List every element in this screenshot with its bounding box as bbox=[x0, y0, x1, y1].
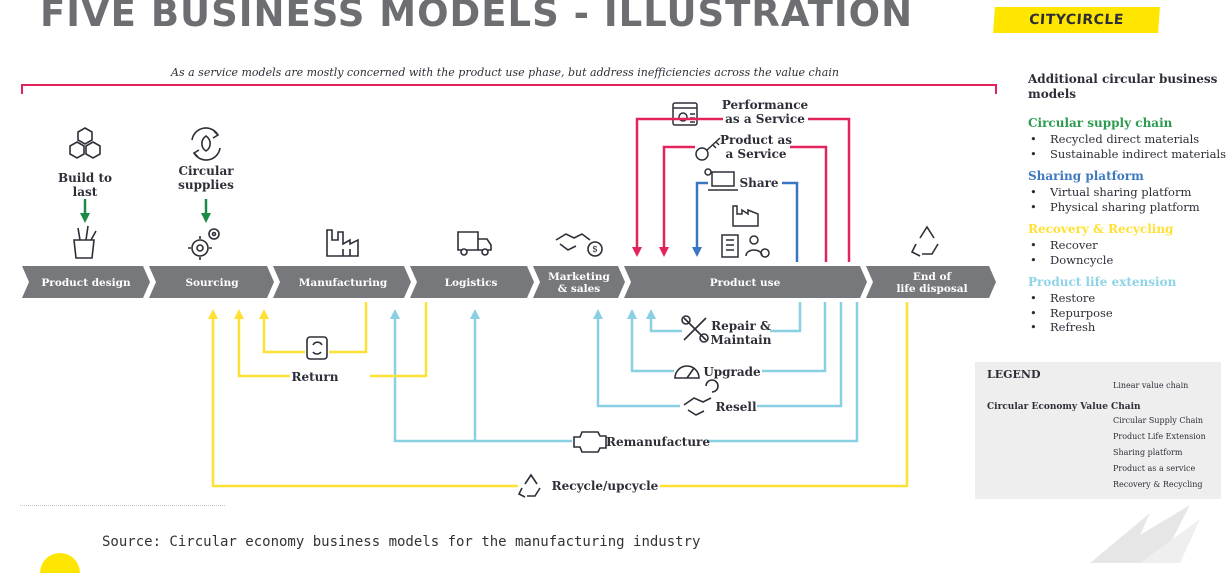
share-arrow bbox=[697, 181, 799, 262]
decorative-corner-graphic bbox=[1090, 505, 1200, 563]
chain-label-sourcing: Sourcing bbox=[185, 277, 239, 289]
handshake-money-icon: $ bbox=[555, 233, 603, 257]
category-title: Circular supply chain bbox=[1028, 116, 1173, 130]
pencil-cup-icon bbox=[73, 225, 97, 259]
chain-segment-end-of-life bbox=[866, 266, 996, 298]
category-sharing-platform: Sharing platform Virtual sharing platfor… bbox=[1028, 169, 1223, 214]
list-item: Virtual sharing platform bbox=[1030, 185, 1223, 200]
panel-heading: Additional circular business models bbox=[1028, 72, 1218, 101]
chain-segment-sourcing bbox=[149, 266, 274, 298]
list-item: Downcycle bbox=[1030, 253, 1223, 268]
legend-item-label: Circular Supply Chain bbox=[1113, 416, 1204, 425]
legend-item-label: Product Life Extension bbox=[1113, 432, 1206, 441]
product-as-service-arrow bbox=[664, 145, 828, 262]
recycle-icon bbox=[910, 225, 939, 257]
legend-box: LEGEND Linear value chain Circular Econo… bbox=[975, 362, 1221, 499]
resell-arrow bbox=[598, 302, 843, 408]
footer-divider bbox=[20, 505, 225, 506]
category-title: Product life extension bbox=[1028, 275, 1177, 289]
recycle-small-icon bbox=[517, 473, 541, 498]
key-icon bbox=[695, 137, 721, 161]
upgrade-arrow bbox=[632, 302, 827, 373]
gears-icon bbox=[188, 228, 220, 260]
category-title: Sharing platform bbox=[1028, 169, 1144, 183]
handshake-cycle-icon bbox=[683, 379, 719, 416]
laptop-location-icon bbox=[704, 168, 738, 191]
chain-segment-product-design bbox=[22, 266, 150, 298]
chain-segment-marketing bbox=[533, 266, 625, 298]
chain-label-manufacturing: Manufacturing bbox=[299, 277, 388, 289]
value-chain bbox=[22, 266, 996, 298]
label-return: Return bbox=[292, 370, 339, 384]
factory-small-icon bbox=[732, 205, 759, 227]
legend-item-label: Recovery & Recycling bbox=[1113, 480, 1203, 489]
list-item: Sustainable indirect materials bbox=[1030, 147, 1226, 162]
category-circular-supply: Circular supply chain Recycled direct ma… bbox=[1028, 116, 1226, 162]
list-item: Physical sharing platform bbox=[1030, 200, 1223, 215]
category-recovery-recycling: Recovery & Recycling Recover Downcycle bbox=[1028, 222, 1223, 267]
chain-label-logistics: Logistics bbox=[445, 277, 498, 289]
legend-linear-label: Linear value chain bbox=[1113, 381, 1189, 390]
svg-text:$: $ bbox=[592, 245, 598, 255]
as-a-service-bracket bbox=[21, 84, 997, 94]
list-item: Restore bbox=[1030, 291, 1223, 306]
performance-arrow bbox=[637, 117, 851, 262]
bracket-caption: As a service models are mostly concerned… bbox=[171, 66, 839, 79]
factory-icon bbox=[326, 229, 359, 257]
dashboard-icon bbox=[672, 102, 698, 126]
repair-tools-icon bbox=[681, 315, 709, 343]
repair-arrow bbox=[651, 302, 802, 333]
chain-label-product-use: Product use bbox=[710, 277, 781, 289]
engine-icon bbox=[573, 431, 607, 453]
hexagon-icon bbox=[69, 127, 101, 159]
return-arrow-inner bbox=[264, 302, 368, 354]
page-title: FIVE BUSINESS MODELS - ILLUSTRATION bbox=[40, 0, 914, 35]
return-arrow-outer bbox=[239, 302, 428, 378]
label-recycle: Recycle/upcycle bbox=[552, 479, 659, 493]
legend-item-label: Sharing platform bbox=[1113, 448, 1183, 457]
label-repair: Repair &Maintain bbox=[711, 319, 772, 347]
category-product-life-extension: Product life extension Restore Repurpose… bbox=[1028, 275, 1223, 335]
remanufacture-arrow bbox=[395, 302, 859, 443]
category-title: Recovery & Recycling bbox=[1028, 222, 1174, 236]
recycle-leaf-icon bbox=[191, 127, 221, 161]
source-citation: Source: Circular economy business models… bbox=[102, 534, 701, 550]
chain-segment-manufacturing bbox=[273, 266, 411, 298]
chain-segment-product-use bbox=[624, 266, 867, 298]
list-item: Recover bbox=[1030, 238, 1223, 253]
recycle-arrow bbox=[213, 302, 909, 488]
legend-title: LEGEND bbox=[987, 368, 1041, 381]
label-upgrade: Upgrade bbox=[703, 365, 761, 379]
label-resell: Resell bbox=[715, 400, 757, 414]
label-remanufacture: Remanufacture bbox=[606, 435, 710, 449]
additional-models-panel: Additional circular business models Circ… bbox=[1028, 72, 1226, 335]
list-item: Recycled direct materials bbox=[1030, 132, 1223, 147]
list-item: Refresh bbox=[1030, 320, 1223, 335]
chain-segment-logistics bbox=[410, 266, 534, 298]
chain-label-marketing: Marketing& sales bbox=[548, 271, 610, 295]
building-person-icon bbox=[721, 234, 770, 258]
list-item: Repurpose bbox=[1030, 306, 1223, 321]
legend-section-title: Circular Economy Value Chain bbox=[987, 402, 1141, 412]
chain-label-product-design: Product design bbox=[41, 277, 131, 289]
return-cycle-icon bbox=[306, 336, 328, 360]
gauge-icon bbox=[674, 365, 700, 379]
legend-item-label: Product as a service bbox=[1113, 464, 1196, 473]
label-share: Share bbox=[739, 176, 778, 190]
delivery-truck-icon bbox=[457, 231, 492, 256]
